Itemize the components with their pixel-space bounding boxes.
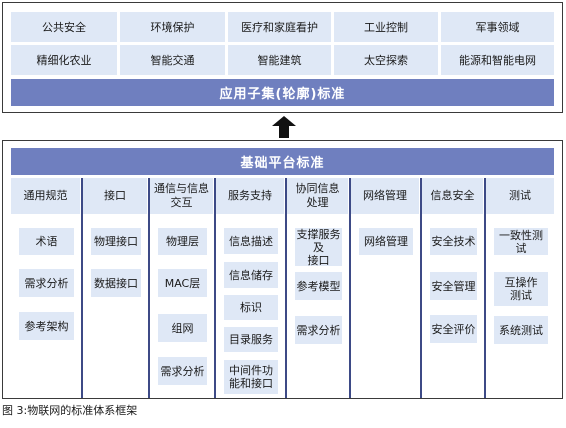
standard-item-label: 参考模型 (296, 279, 341, 293)
category-header: 网络管理 (351, 178, 419, 214)
standard-item-label: 安全管理 (431, 279, 476, 293)
standard-item: 目录服务 (224, 327, 278, 352)
column-divider (285, 178, 287, 398)
application-domain-cell: 智能交通 (120, 45, 225, 75)
column-divider (484, 178, 486, 398)
application-subset-bar: 应用子集(轮廓)标准 (11, 79, 554, 106)
standard-item: MAC层 (158, 269, 207, 297)
category-header: 接口 (83, 178, 147, 214)
application-domain-cell: 工业控制 (334, 12, 438, 42)
standard-item: 支撑服务及接口 (295, 227, 342, 267)
category-header: 通信与信息交互 (150, 178, 213, 214)
column-divider (81, 178, 83, 398)
category-header-label: 通用规范 (23, 189, 68, 202)
category-header-label: 服务支持 (228, 189, 272, 202)
standard-item-label: 数据接口 (94, 276, 138, 290)
standard-item-label: 中间件功 (229, 364, 273, 377)
standard-item: 组网 (158, 314, 207, 342)
standard-item-label: 需求分析 (296, 323, 341, 337)
category-header-label: 通信与信息 (154, 182, 209, 195)
column-divider (349, 178, 351, 398)
standard-item-label: 互操作 (504, 276, 538, 289)
standard-item: 系统测试 (494, 316, 548, 344)
application-domain-cell: 太空探索 (334, 45, 438, 75)
standard-item: 需求分析 (158, 357, 207, 385)
standard-item-label: 安全技术 (431, 235, 476, 248)
standard-item: 安全评价 (430, 315, 477, 343)
category-header-label: 接口 (104, 189, 126, 202)
standard-item: 参考模型 (295, 272, 342, 300)
figure-caption: 图 3:物联网的标准体系框架 (2, 404, 138, 417)
standard-item: 互操作测试 (494, 272, 548, 306)
standard-item-label: 能和接口 (229, 377, 273, 390)
category-header-label: 网络管理 (363, 189, 407, 202)
column-divider (148, 178, 150, 398)
standard-item: 需求分析 (295, 316, 342, 344)
application-domain-cell: 军事领域 (441, 12, 554, 42)
standard-item: 信息描述 (224, 228, 278, 254)
standard-item: 信息储存 (224, 262, 278, 288)
standard-item-label: 网络管理 (364, 235, 408, 248)
application-domain-cell: 智能建筑 (228, 45, 331, 75)
category-header-label: 测试 (509, 189, 531, 202)
standard-item-label: 接口 (307, 253, 330, 267)
standard-item-label: 目录服务 (229, 333, 273, 346)
up-arrow-icon (272, 116, 296, 138)
column-divider (214, 178, 216, 398)
standard-item: 需求分析 (19, 269, 74, 297)
standard-item-label: 标识 (240, 301, 262, 314)
application-domain-cell: 环境保护 (120, 12, 225, 42)
standard-item-label: 参考架构 (24, 319, 69, 333)
category-header-label: 处理 (306, 196, 329, 209)
category-header: 信息安全 (422, 178, 483, 214)
category-header: 测试 (486, 178, 554, 214)
standard-item-label: 需求分析 (24, 276, 69, 290)
standard-item-label: 测试 (510, 289, 532, 302)
application-domain-cell: 精细化农业 (11, 45, 117, 75)
standard-item-label: MAC层 (164, 276, 201, 290)
standard-item-label: 信息储存 (229, 268, 273, 282)
category-header: 通用规范 (11, 178, 80, 214)
standard-item-label: 一致性测试 (499, 228, 543, 255)
standard-item: 物理层 (158, 228, 207, 255)
standard-item: 数据接口 (91, 269, 141, 297)
application-domain-cell: 医疗和家庭看护 (228, 12, 331, 42)
standard-item: 安全技术 (430, 228, 477, 255)
standard-item: 中间件功能和接口 (224, 360, 278, 394)
standard-item-label: 物理层 (166, 235, 199, 248)
category-header-label: 信息安全 (430, 189, 475, 202)
standard-item: 物理接口 (91, 228, 141, 255)
standard-item: 安全管理 (430, 272, 477, 300)
standard-item-label: 需求分析 (160, 364, 205, 378)
standard-item-label: 组网 (171, 321, 194, 335)
application-domain-cell: 公共安全 (11, 12, 117, 42)
standard-item-label: 安全评价 (431, 322, 476, 336)
standard-item-label: 物理接口 (94, 235, 138, 248)
standard-item-label: 支撑服务及 (296, 227, 341, 254)
standard-item: 网络管理 (359, 228, 413, 255)
category-header-label: 交互 (170, 196, 193, 209)
standard-item-label: 信息描述 (229, 234, 273, 248)
column-divider (420, 178, 422, 398)
category-header: 服务支持 (216, 178, 284, 214)
standard-item: 标识 (224, 295, 278, 320)
standard-item-label: 术语 (35, 235, 58, 248)
standard-item: 术语 (19, 228, 74, 255)
standard-item: 一致性测试 (494, 228, 548, 255)
standard-item-label: 系统测试 (499, 323, 543, 337)
category-header-label: 协同信息 (295, 182, 340, 195)
application-domain-cell: 能源和智能电网 (441, 45, 554, 75)
base-platform-bar: 基础平台标准 (11, 148, 554, 175)
category-header: 协同信息处理 (287, 178, 348, 214)
standard-item: 参考架构 (19, 312, 74, 340)
